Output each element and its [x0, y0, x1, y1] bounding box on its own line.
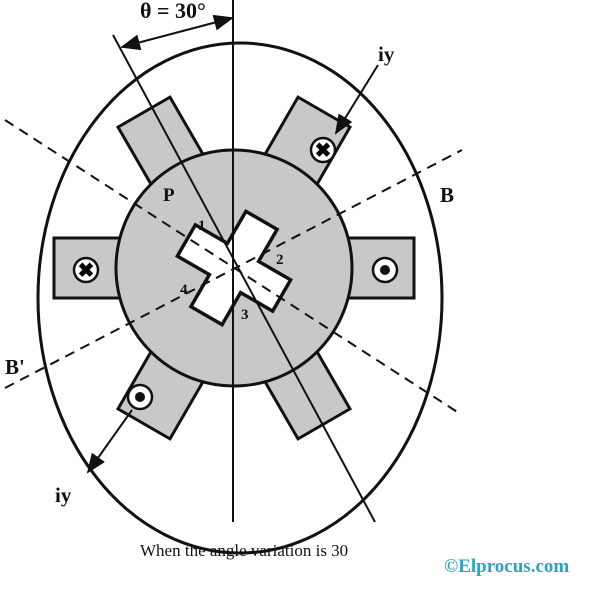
coil-dot-right: [371, 256, 399, 284]
current-label-top: iy: [378, 42, 395, 66]
current-arrow-top: [334, 64, 379, 135]
coil-cross-left: ✖: [72, 256, 100, 284]
coil-cross-top-right: ✖: [309, 136, 337, 164]
svg-text:✖: ✖: [78, 260, 95, 282]
watermark: ©Elprocus.com: [444, 556, 570, 577]
outer-frame: [36, 41, 444, 555]
dashed-axis-1: [4, 119, 463, 416]
rotor-pole-2: 2: [276, 252, 284, 268]
dashed-axis-b: [4, 149, 463, 389]
rotor-pole-3: 3: [241, 307, 249, 323]
rotor-pole-1: 1: [198, 218, 206, 234]
pole-label: P: [163, 185, 175, 206]
coil-dot-bottom-left: [126, 383, 154, 411]
rotor-pole-4: 4: [180, 282, 188, 298]
svg-text:✖: ✖: [315, 140, 332, 162]
axis-b-prime-label: B': [5, 355, 25, 379]
axis-b-label: B: [440, 183, 455, 207]
current-label-bottom: iy: [55, 483, 72, 507]
caption: When the angle variation is 30: [140, 541, 349, 560]
angle-arrow: [120, 14, 234, 51]
angle-label: θ = 30°: [140, 0, 206, 23]
rotor-axis: [112, 34, 376, 523]
current-arrow-bottom: [86, 409, 133, 474]
